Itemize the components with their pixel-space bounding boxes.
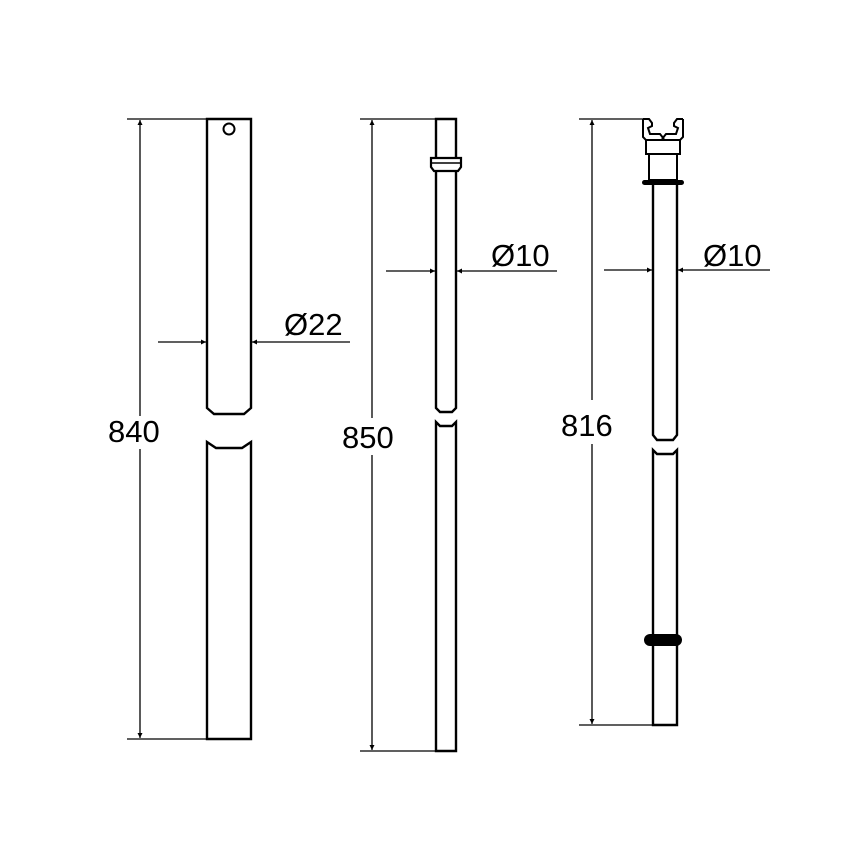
- part-rod-10-clip: 816 Ø10: [561, 118, 770, 727]
- part-rod-10-collar: 850 Ø10: [342, 117, 557, 753]
- length-label: 816: [561, 408, 613, 443]
- length-label: 840: [108, 414, 160, 449]
- length-label: 850: [342, 420, 394, 455]
- tube-lower-section: [205, 439, 253, 741]
- o-ring-top: [642, 180, 684, 185]
- diameter-label: Ø10: [491, 238, 550, 273]
- mounting-hole-icon: [222, 122, 236, 136]
- o-ring-bottom: [644, 634, 682, 646]
- diameter-label: Ø10: [703, 238, 762, 273]
- diameter-label: Ø22: [284, 307, 343, 342]
- clip-connector-icon: [642, 118, 684, 181]
- part-tube-22: 840 Ø22: [108, 117, 350, 741]
- collar: [429, 156, 463, 173]
- tube-upper-section: [205, 117, 253, 416]
